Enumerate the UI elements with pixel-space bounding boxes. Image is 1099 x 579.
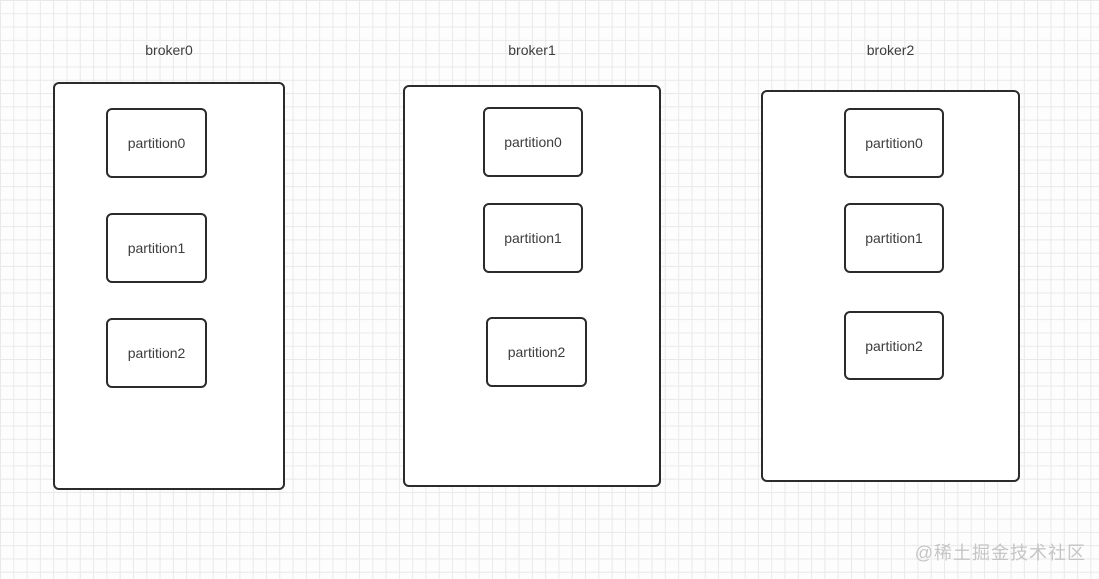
broker-label-1: broker1 [508, 42, 556, 58]
broker-box-0: partition0 partition1 partition2 [53, 82, 285, 490]
partition-box-1-0: partition0 [483, 107, 583, 177]
broker-box-2: partition0 partition1 partition2 [761, 90, 1020, 482]
broker-label-2: broker2 [866, 42, 915, 58]
partition-box-2-2: partition2 [844, 311, 944, 380]
broker-group-1: broker1 partition0 partition1 partition2 [403, 0, 661, 579]
partition-box-0-0: partition0 [106, 108, 207, 178]
partition-box-2-0: partition0 [844, 108, 944, 178]
watermark: @稀土掘金技术社区 [914, 543, 1086, 563]
partition-box-0-2: partition2 [106, 318, 207, 388]
partition-box-2-1: partition1 [844, 203, 944, 273]
partition-box-1-2: partition2 [486, 317, 587, 387]
broker-group-2: broker2 partition0 partition1 partition2 [761, 0, 1020, 579]
broker-label-0: broker0 [145, 42, 193, 58]
broker-box-1: partition0 partition1 partition2 [403, 85, 661, 487]
partition-box-0-1: partition1 [106, 213, 207, 283]
broker-group-0: broker0 partition0 partition1 partition2 [53, 0, 285, 579]
partition-box-1-1: partition1 [483, 203, 583, 273]
